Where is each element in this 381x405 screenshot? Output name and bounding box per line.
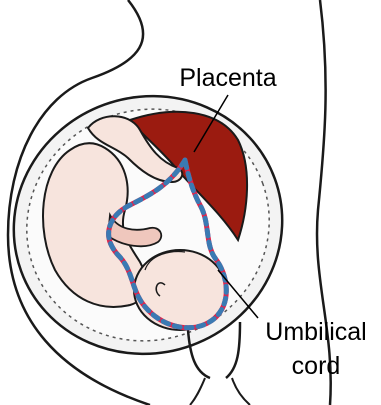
placenta-label: Placenta xyxy=(179,64,276,92)
birth-canal xyxy=(190,378,250,405)
umbilical-label-line1: Umbilical xyxy=(265,318,366,346)
umbilical-label-line2: cord xyxy=(292,352,341,380)
